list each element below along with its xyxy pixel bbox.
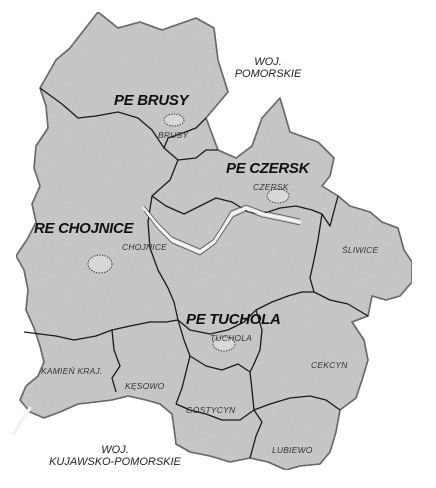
town-marker-czersk bbox=[266, 188, 290, 204]
boundary-tuchola-cekcyn bbox=[209, 291, 314, 335]
neighbor-label-kujawsko: WOJ. KUJAWSKO-POMORSKIE bbox=[40, 444, 190, 468]
town-label-kesowo: KĘSOWO bbox=[125, 381, 165, 391]
region-title-chojnice: RE CHOJNICE bbox=[34, 220, 134, 237]
boundary-brusy-czersk bbox=[163, 117, 207, 149]
town-label-chojnice: CHOJNICE bbox=[122, 242, 168, 252]
town-label-gostycyn: GOSTYCYN bbox=[186, 405, 236, 415]
town-label-tuchola: TUCHOLA bbox=[210, 333, 253, 343]
region-title-brusy: PE BRUSY bbox=[114, 92, 189, 109]
neighbor-label-kujawsko-line2: KUJAWSKO-POMORSKIE bbox=[49, 456, 181, 468]
boundary-gostycyn-tuchola bbox=[189, 355, 263, 423]
boundary-lubiewo-west bbox=[249, 421, 263, 459]
boundary-chojnice-kamien bbox=[23, 319, 179, 341]
boundary-sliwice-west bbox=[309, 213, 369, 317]
town-markers bbox=[87, 113, 290, 352]
town-label-cekcyn: CEKCYN bbox=[311, 360, 348, 370]
town-label-czersk: CZERSK bbox=[253, 182, 289, 192]
town-marker-tuchola bbox=[212, 336, 236, 352]
boundary-brusy-chojnice bbox=[39, 87, 218, 161]
neighbor-label-kujawsko-line1: WOJ. bbox=[101, 444, 129, 456]
town-label-kamien: KAMIEŃ KRAJ. bbox=[41, 366, 103, 376]
neighbor-label-pomorskie-line2: POMORSKIE bbox=[234, 68, 302, 80]
boundary-kesowo-gostycyn bbox=[175, 319, 191, 405]
rivers bbox=[12, 206, 302, 436]
region-title-tuchola: PE TUCHOLA bbox=[186, 311, 281, 328]
town-label-lubiewo: LUBIEWO bbox=[272, 445, 313, 455]
boundary-lubiewo bbox=[253, 395, 341, 411]
boundary-cekcyn-tuchola-south bbox=[249, 309, 263, 373]
town-label-sliwice: ŚLIWICE bbox=[342, 245, 379, 255]
boundary-gostycyn-south bbox=[175, 403, 255, 421]
town-marker-chojnice bbox=[87, 254, 113, 274]
river-brda bbox=[142, 206, 302, 254]
town-marker-brusy bbox=[163, 113, 185, 127]
boundary-kamien-kesowo bbox=[111, 329, 121, 393]
boundary-chojnice-tuchola bbox=[147, 159, 211, 335]
river-west bbox=[12, 406, 32, 436]
river-edges bbox=[143, 204, 301, 256]
neighbor-label-pomorskie-line1: WOJ. bbox=[254, 56, 282, 68]
town-label-brusy: BRUSY bbox=[158, 130, 189, 140]
internal-boundaries bbox=[23, 87, 369, 459]
region-title-czersk: PE CZERSK bbox=[226, 160, 310, 177]
neighbor-label-pomorskie: WOJ. POMORSKIE bbox=[228, 56, 308, 80]
